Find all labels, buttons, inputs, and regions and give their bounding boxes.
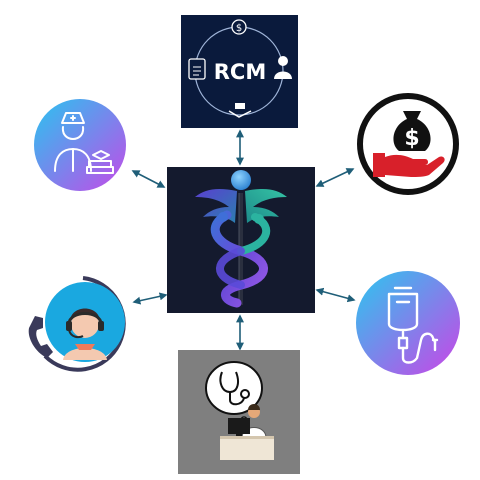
hub-panel [167, 167, 315, 313]
node-rcm: $ RCM [181, 15, 298, 128]
svg-text:$: $ [404, 126, 419, 151]
doctor-at-computer-icon [205, 361, 274, 460]
doctor-icon [278, 56, 288, 66]
money-bag-hand-icon: $ [357, 93, 459, 195]
connector-upper-left [131, 170, 166, 188]
connector-upper-right [315, 168, 355, 187]
hand-money-icon [228, 110, 252, 118]
stethoscope-icon [219, 371, 250, 406]
connector-lower-right [315, 287, 356, 303]
node-doctor-desk [178, 350, 300, 474]
phone-icon [28, 316, 53, 358]
document-icon [188, 58, 206, 80]
node-iv-drip [355, 270, 461, 376]
rcm-cycle-icon: $ RCM [188, 19, 292, 118]
iv-drip-icon [356, 271, 460, 375]
caduceus-icon [195, 170, 287, 308]
dollar-icon [231, 19, 247, 35]
node-finance: $ [355, 91, 461, 197]
headset-agent-icon [28, 276, 126, 372]
node-call-center [25, 272, 135, 372]
node-nurse [27, 99, 133, 191]
connector-lower-left [132, 292, 168, 305]
rcm-label: RCM [214, 60, 266, 84]
svg-text:$: $ [236, 23, 242, 34]
nurse-icon [34, 99, 126, 191]
